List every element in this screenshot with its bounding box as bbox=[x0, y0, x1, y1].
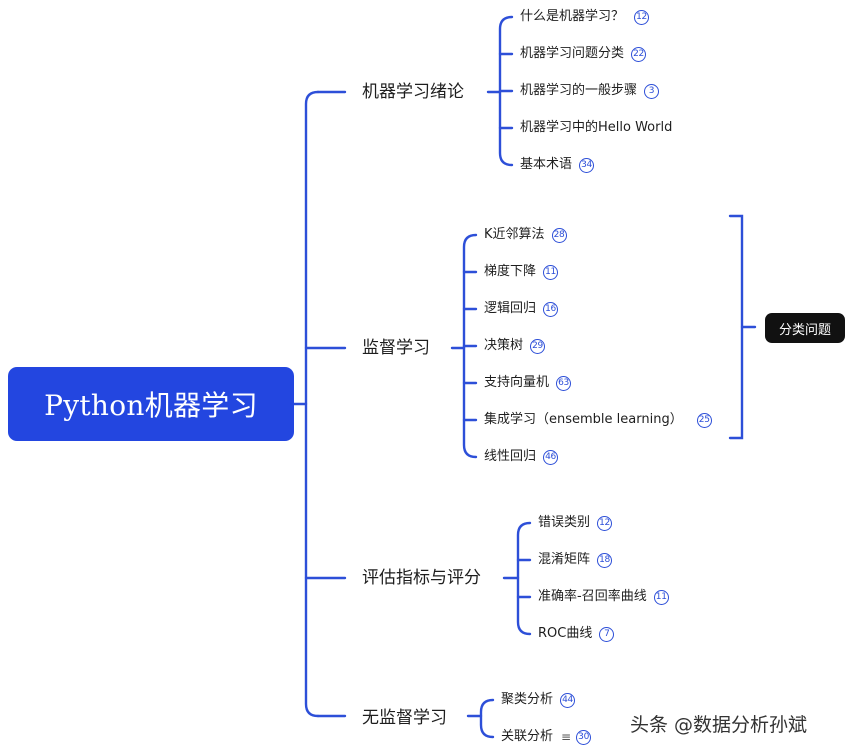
watermark: 头条 @数据分析孙斌 bbox=[630, 714, 808, 736]
leaf-ml-problem-types[interactable]: 机器学习问题分类 22 bbox=[520, 46, 647, 62]
leaf-svm[interactable]: 支持向量机 63 bbox=[484, 375, 572, 391]
leaf-label: 聚类分析 bbox=[501, 692, 554, 707]
leaf-label: 决策树 bbox=[484, 338, 524, 353]
comment-count-badge[interactable]: 3 bbox=[644, 83, 660, 99]
leaf-label: 线性回归 bbox=[484, 449, 537, 464]
leaf-label: 基本术语 bbox=[520, 157, 573, 172]
comment-count-badge[interactable]: 34 bbox=[579, 157, 595, 173]
comment-count-badge[interactable]: 44 bbox=[560, 692, 576, 708]
leaf-gradient-descent[interactable]: 梯度下降 11 bbox=[484, 264, 559, 280]
comment-count-badge[interactable]: 46 bbox=[543, 449, 559, 465]
leaf-roc-curve[interactable]: ROC曲线 7 bbox=[538, 626, 615, 642]
leaf-ml-hello-world[interactable]: 机器学习中的Hello World bbox=[520, 120, 672, 136]
leaf-label: 准确率-召回率曲线 bbox=[538, 589, 647, 604]
comment-count-badge[interactable]: 12 bbox=[634, 9, 650, 25]
leaf-precision-recall-curve[interactable]: 准确率-召回率曲线 11 bbox=[538, 589, 669, 605]
comment-count-badge[interactable]: 29 bbox=[530, 338, 546, 354]
branch-supervised[interactable]: 监督学习 bbox=[362, 338, 430, 358]
leaf-linear-regression[interactable]: 线性回归 46 bbox=[484, 449, 559, 465]
comment-count-badge[interactable]: 22 bbox=[631, 46, 647, 62]
branch-evaluation[interactable]: 评估指标与评分 bbox=[362, 568, 481, 588]
summary-node[interactable]: 分类问题 bbox=[765, 313, 845, 343]
leaf-label: 支持向量机 bbox=[484, 375, 550, 390]
comment-count-badge[interactable]: 11 bbox=[653, 589, 669, 605]
leaf-decision-tree[interactable]: 决策树 29 bbox=[484, 338, 546, 354]
comment-count-badge[interactable]: 30 bbox=[576, 729, 592, 745]
leaf-label: 什么是机器学习？ bbox=[520, 9, 625, 24]
leaf-ensemble-learning[interactable]: 集成学习（ensemble learning） 25 bbox=[484, 412, 712, 428]
comment-count-badge[interactable]: 18 bbox=[597, 552, 613, 568]
leaf-logistic-regression[interactable]: 逻辑回归 16 bbox=[484, 301, 559, 317]
leaf-label: 集成学习（ensemble learning） bbox=[484, 412, 683, 427]
comment-count-badge[interactable]: 7 bbox=[599, 626, 615, 642]
leaf-label: 机器学习问题分类 bbox=[520, 46, 625, 61]
leaf-label: 梯度下降 bbox=[484, 264, 537, 279]
leaf-knn[interactable]: K近邻算法 28 bbox=[484, 227, 567, 243]
leaf-label: 机器学习中的Hello World bbox=[520, 120, 673, 135]
note-lines-icon[interactable]: ≡ bbox=[561, 730, 572, 744]
leaf-label: 混淆矩阵 bbox=[538, 552, 591, 567]
branch-unsupervised[interactable]: 无监督学习 bbox=[362, 708, 447, 728]
leaf-label: 机器学习的一般步骤 bbox=[520, 83, 638, 98]
comment-count-badge[interactable]: 16 bbox=[543, 301, 559, 317]
leaf-label: 逻辑回归 bbox=[484, 301, 537, 316]
branch-intro[interactable]: 机器学习绪论 bbox=[362, 82, 464, 102]
comment-count-badge[interactable]: 28 bbox=[551, 227, 567, 243]
comment-count-badge[interactable]: 11 bbox=[543, 264, 559, 280]
leaf-label: K近邻算法 bbox=[484, 227, 545, 242]
comment-count-badge[interactable]: 63 bbox=[556, 375, 572, 391]
leaf-what-is-ml[interactable]: 什么是机器学习？ 12 bbox=[520, 9, 650, 25]
leaf-label: 关联分析 bbox=[501, 729, 554, 744]
leaf-ml-general-steps[interactable]: 机器学习的一般步骤 3 bbox=[520, 83, 660, 99]
comment-count-badge[interactable]: 12 bbox=[597, 515, 613, 531]
leaf-label: ROC曲线 bbox=[538, 626, 593, 641]
leaf-label: 错误类别 bbox=[538, 515, 591, 530]
leaf-error-types[interactable]: 错误类别 12 bbox=[538, 515, 613, 531]
comment-count-badge[interactable]: 25 bbox=[696, 412, 712, 428]
leaf-basic-terms[interactable]: 基本术语 34 bbox=[520, 157, 595, 173]
leaf-association-analysis[interactable]: 关联分析 ≡ 30 bbox=[501, 729, 592, 745]
leaf-confusion-matrix[interactable]: 混淆矩阵 18 bbox=[538, 552, 613, 568]
root-node[interactable]: Python机器学习 bbox=[8, 367, 294, 441]
leaf-cluster-analysis[interactable]: 聚类分析 44 bbox=[501, 692, 576, 708]
